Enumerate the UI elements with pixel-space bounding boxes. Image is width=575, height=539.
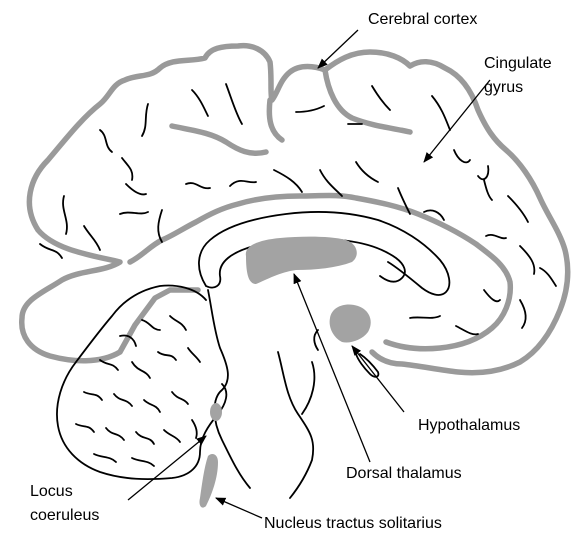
brainstem-outline (208, 290, 313, 498)
dorsal-thalamus-region (246, 237, 357, 284)
label-locus-coeruleus-line2: coeruleus (30, 507, 99, 524)
label-cerebral-cortex: Cerebral cortex (368, 11, 477, 28)
label-locus-coeruleus-line1: Locus (30, 483, 73, 500)
cortex-fold-1 (172, 126, 266, 153)
cortex-fold-2 (269, 100, 282, 140)
label-nucleus-tractus-solitarius: Nucleus tractus solitarius (264, 515, 442, 532)
sulci (40, 84, 556, 334)
label-dorsal-thalamus: Dorsal thalamus (346, 465, 462, 482)
locus-coeruleus-region (210, 403, 222, 421)
cortex-fold-3 (325, 70, 410, 132)
nucleus-tractus-leader (216, 498, 262, 518)
dorsal-thalamus-leader (294, 274, 370, 462)
cingulate-gyrus-outline (130, 196, 510, 349)
cingulate-gyrus-leader (424, 80, 490, 162)
hypothalamus-region (330, 305, 371, 343)
label-cingulate-gyrus-line1: Cingulate (484, 55, 552, 72)
label-cingulate-gyrus-line2: gyrus (484, 79, 523, 96)
label-hypothalamus: Hypothalamus (418, 417, 520, 434)
nucleus-tractus-solitarius-region (199, 454, 218, 508)
pons-curve (302, 362, 314, 414)
